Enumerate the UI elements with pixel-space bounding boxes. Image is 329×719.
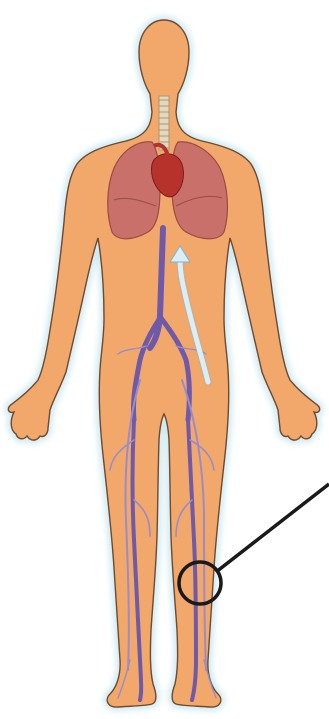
- trachea: [159, 96, 169, 150]
